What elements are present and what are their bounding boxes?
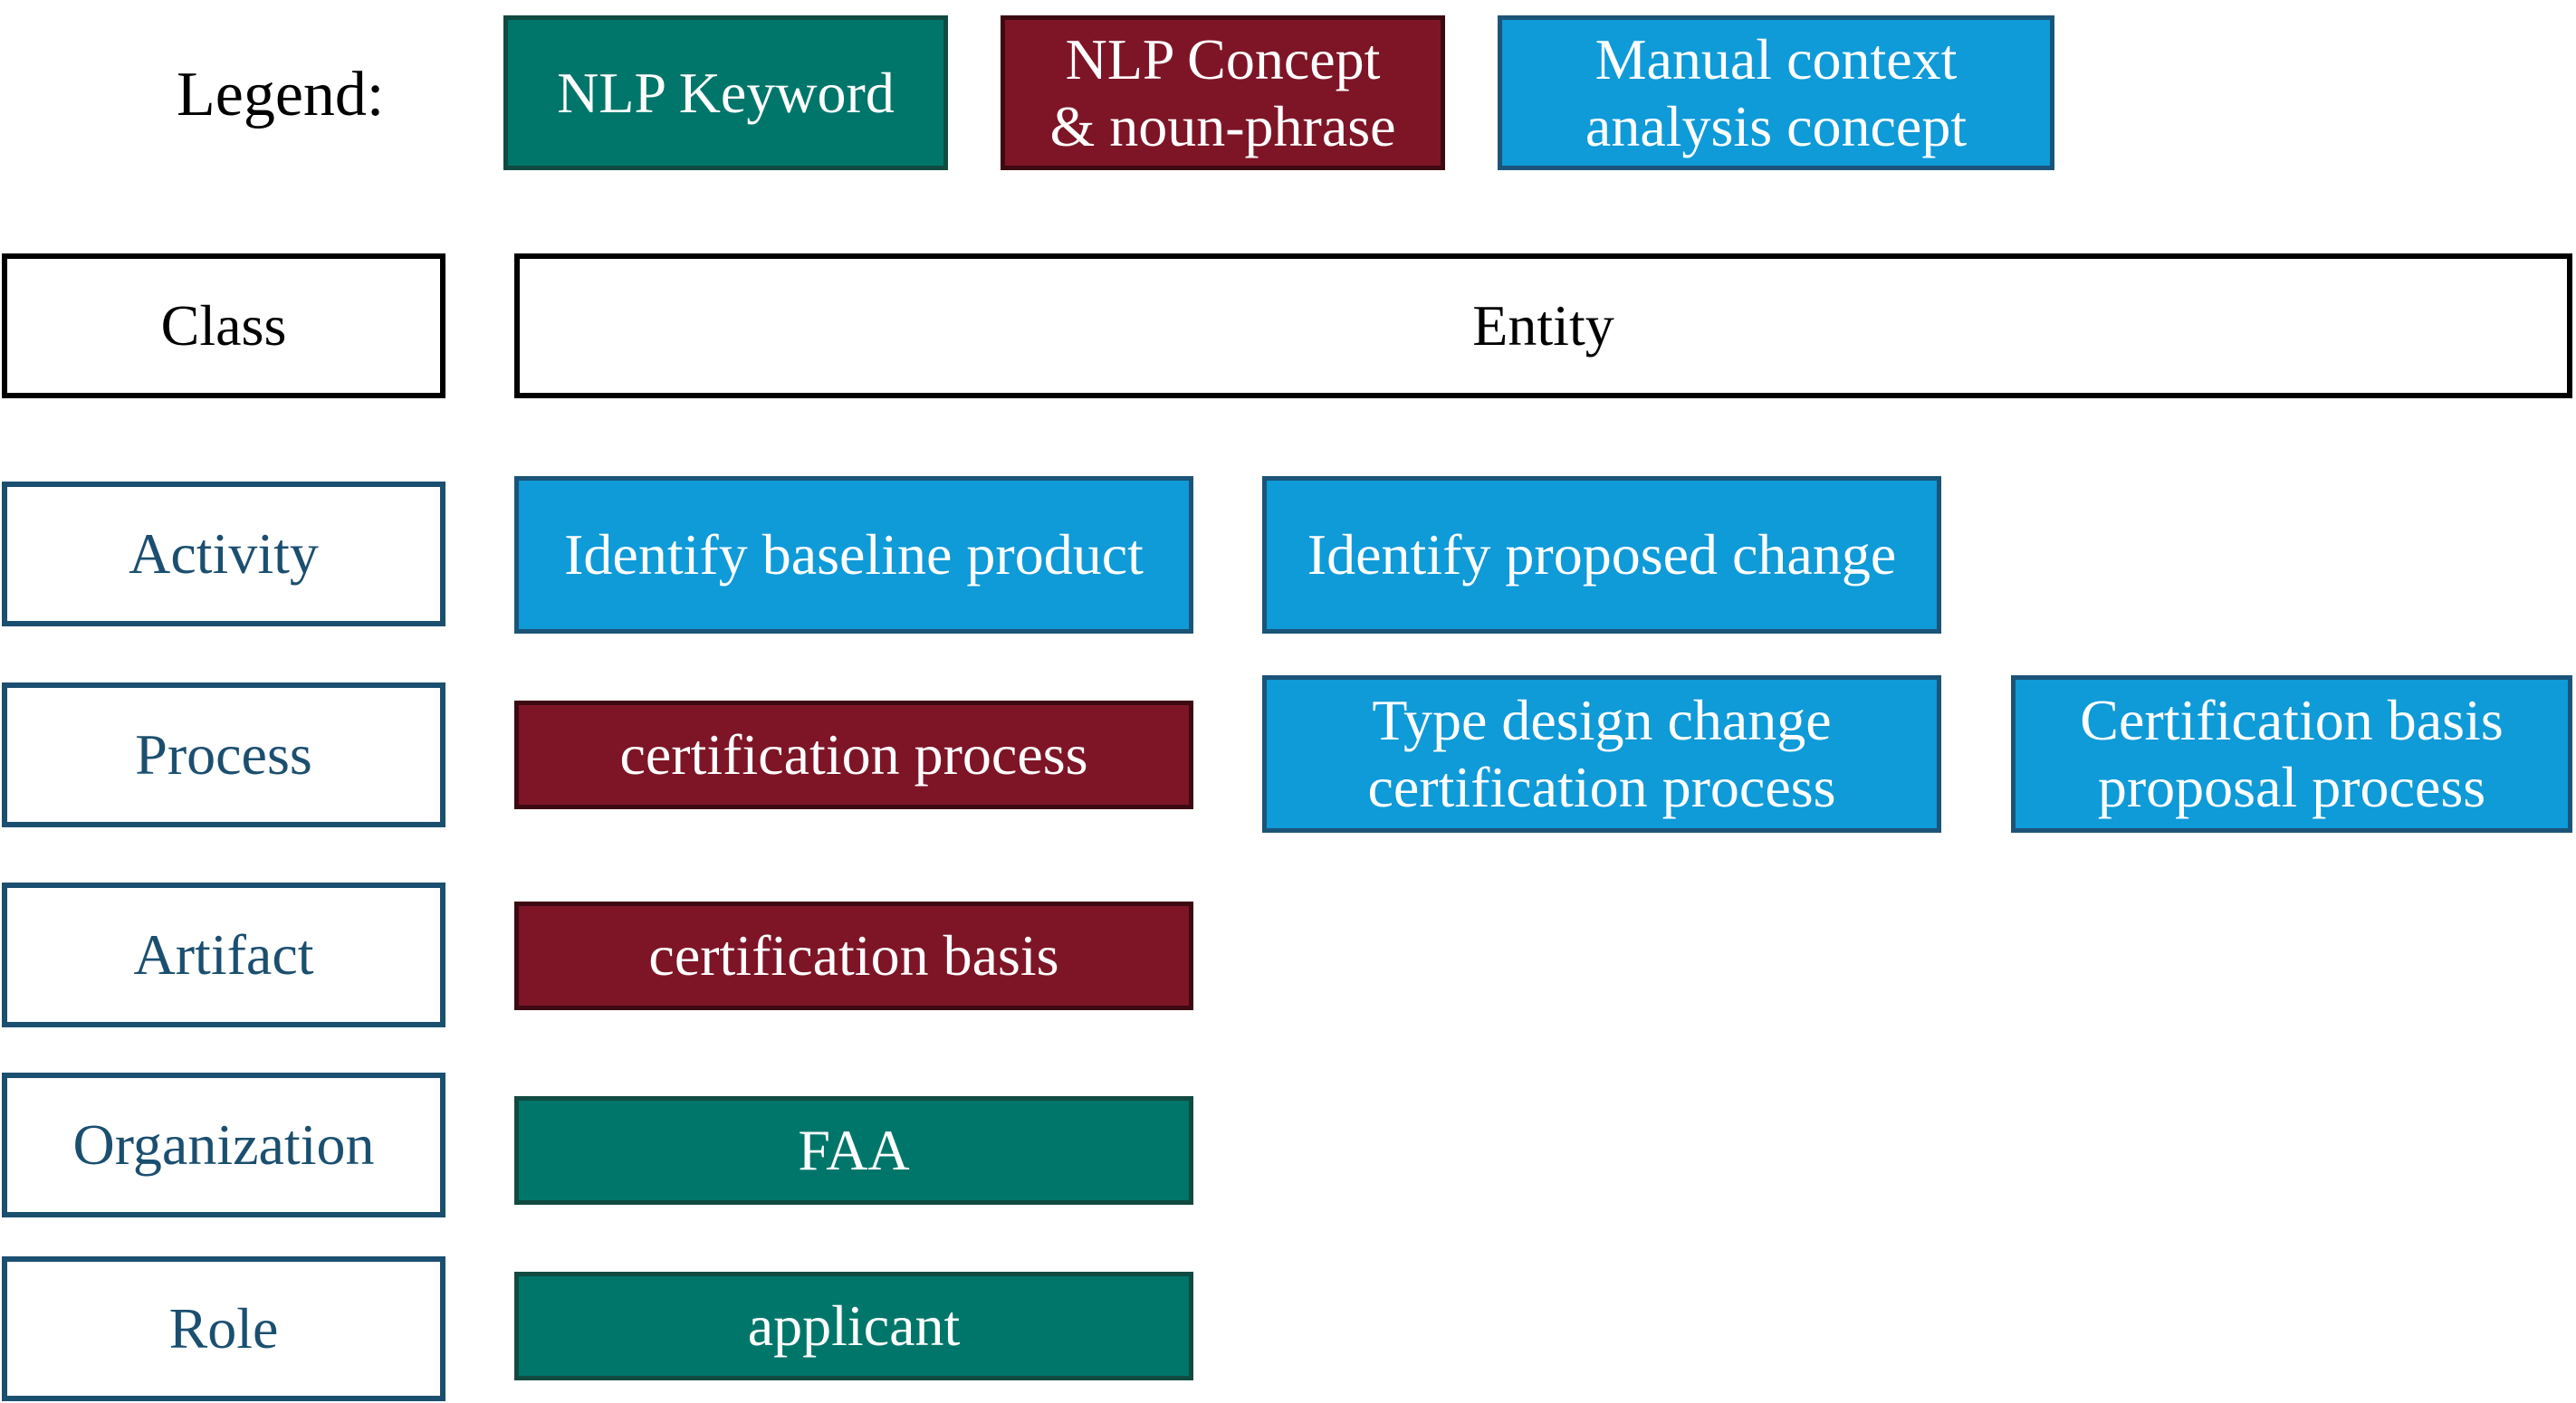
class-activity: Activity	[2, 482, 445, 626]
legend-manual-context: Manual context analysis concept	[1498, 15, 2054, 170]
entity-faa: FAA	[514, 1096, 1193, 1205]
entity-header: Entity	[514, 253, 2572, 398]
entity-type-design-change-certification-process: Type design change certification process	[1262, 675, 1941, 833]
class-process: Process	[2, 682, 445, 827]
entity-identify-proposed-change: Identify proposed change	[1262, 476, 1941, 634]
entity-certification-basis: certification basis	[514, 902, 1193, 1010]
entity-certification-basis-proposal-process: Certification basis proposal process	[2011, 675, 2572, 833]
entity-applicant: applicant	[514, 1272, 1193, 1380]
class-artifact: Artifact	[2, 883, 445, 1027]
entity-identify-baseline-product: Identify baseline product	[514, 476, 1193, 634]
class-header: Class	[2, 253, 445, 398]
entity-certification-process: certification process	[514, 701, 1193, 809]
legend-nlp-concept: NLP Concept & noun-phrase	[1001, 15, 1445, 170]
legend-nlp-keyword: NLP Keyword	[503, 15, 948, 170]
class-role: Role	[2, 1256, 445, 1401]
legend-label: Legend:	[177, 60, 385, 129]
class-organization: Organization	[2, 1073, 445, 1217]
